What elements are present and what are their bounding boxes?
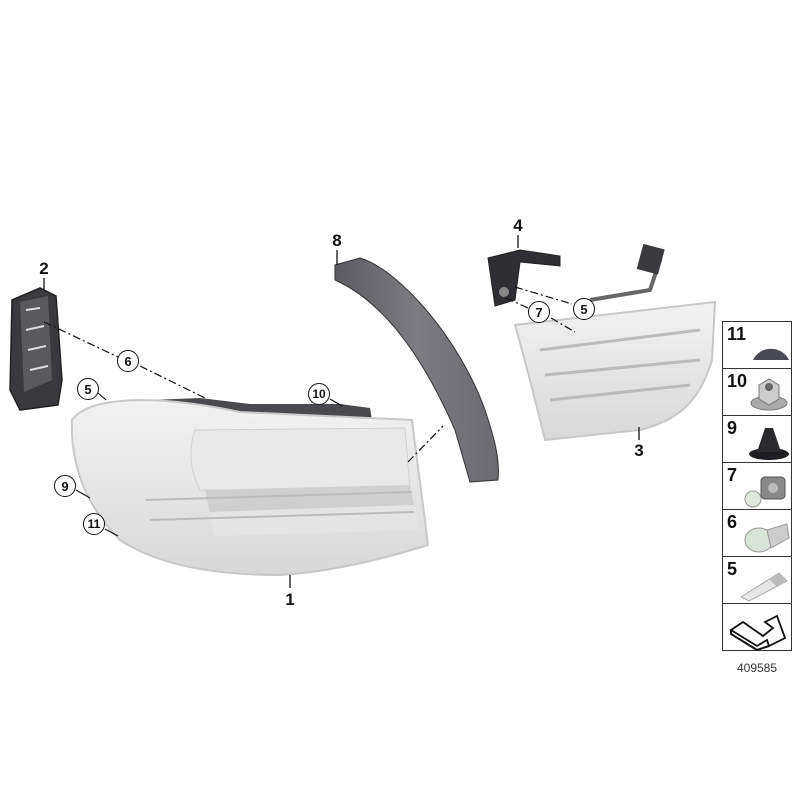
- direction-arrow-icon: [729, 614, 787, 652]
- part-3-trunk-light: [513, 243, 717, 442]
- part-8-cover-panel: [334, 250, 499, 483]
- legend-item-11[interactable]: 11: [722, 321, 792, 369]
- diagram-id: 409585: [736, 661, 778, 675]
- legend-number: 7: [727, 465, 738, 485]
- callout-circled-6: 6: [117, 350, 139, 372]
- cap-dome-icon: [753, 348, 789, 360]
- legend-item-5[interactable]: 5: [722, 556, 792, 604]
- hex-flange-nut-icon: [750, 378, 788, 411]
- callout-circled-7: 7: [528, 301, 550, 323]
- callout-8: 8: [332, 231, 342, 250]
- callout-circled-11: 11: [83, 513, 105, 535]
- legend-number: 9: [727, 418, 738, 438]
- legend-item-10[interactable]: 10: [722, 368, 792, 416]
- legend-number: 10: [727, 371, 748, 391]
- part-4-bulb-holder: [487, 235, 561, 307]
- small-parts-legend: 11 10 9 7 6 5: [722, 321, 792, 652]
- part-2-bulb-holder: [9, 278, 63, 411]
- legend-item-arrow[interactable]: [722, 603, 792, 652]
- callout-ticks: [75, 392, 343, 537]
- legend-number: 11: [727, 324, 747, 344]
- bulb-socket-icon: [744, 476, 786, 508]
- callout-circled-5-left: 5: [77, 378, 99, 400]
- legend-item-9[interactable]: 9: [722, 415, 792, 463]
- leader-lines: [43, 286, 576, 463]
- part-1-rear-light: [70, 398, 430, 588]
- callout-2: 2: [39, 259, 49, 278]
- legend-number: 6: [727, 512, 738, 532]
- callout-circled-10: 10: [308, 383, 330, 405]
- rubber-grommet-icon: [749, 428, 789, 460]
- callout-4: 4: [513, 216, 523, 235]
- callout-3: 3: [634, 441, 644, 460]
- legend-number: 5: [727, 559, 738, 579]
- callout-1: 1: [285, 590, 295, 609]
- callout-circled-9: 9: [54, 475, 76, 497]
- bulb-icon: [744, 523, 790, 553]
- legend-item-7[interactable]: 7: [722, 462, 792, 510]
- legend-item-6[interactable]: 6: [722, 509, 792, 557]
- tubular-bulb-icon: [739, 572, 788, 602]
- callout-circled-5-right: 5: [573, 298, 595, 320]
